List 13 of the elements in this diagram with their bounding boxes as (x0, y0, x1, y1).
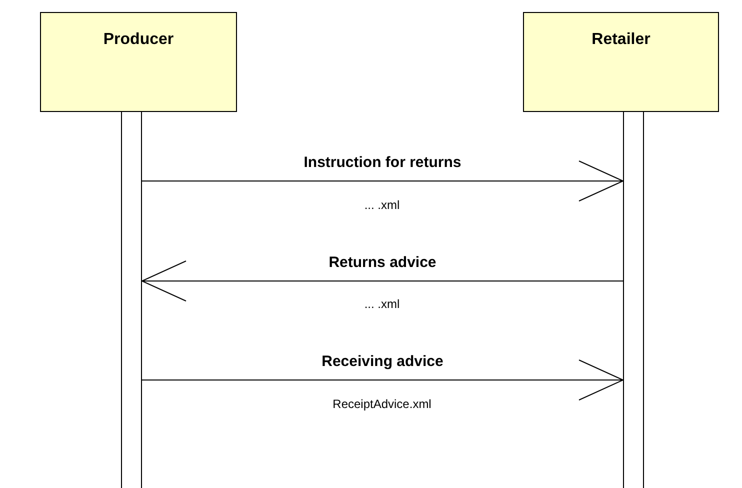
file-name-label: ... .xml (364, 297, 400, 311)
edge-label: Instruction for returns (304, 154, 462, 171)
lifeline-bar (623, 111, 644, 488)
file-name-label: ... .xml (364, 198, 400, 212)
file-name-label: ReceiptAdvice.xml (332, 397, 432, 411)
participant-box: Producer (40, 12, 237, 112)
message-arrow (142, 260, 624, 302)
message-arrow (142, 160, 624, 202)
edge-label: Returns advice (328, 254, 436, 271)
message-arrow (142, 360, 624, 400)
participant-box: Retailer (523, 12, 719, 112)
edge-label: Receiving advice (322, 353, 444, 370)
lifeline-bar (121, 111, 142, 488)
